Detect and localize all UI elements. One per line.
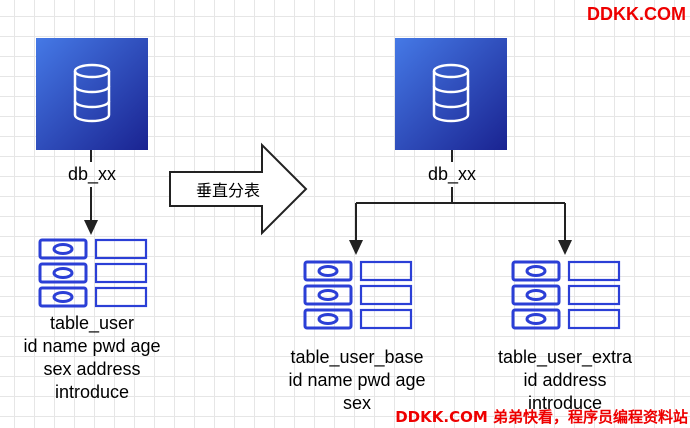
watermark-top: DDKK.COM [587,4,686,24]
left-table-fields-line2: sex address [43,359,140,379]
right-database-node [395,38,507,150]
table-icon [511,260,621,330]
left-table-fields-line3: introduce [55,382,129,402]
extra-table-fields-line1: id address [523,370,606,390]
base-table-fields-line2: sex [343,393,371,413]
arrow-right-icon [169,142,308,236]
table-icon [303,260,413,330]
right-db-label: db_xx [428,164,476,185]
extra-table-name: table_user_extra [498,347,633,368]
left-database-node [36,38,148,150]
left-connector-arrow [84,150,98,235]
watermark-bottom: DDKK.COM 弟弟快看，程序员编程资料站 [395,408,688,426]
left-table-fields-line1: id name pwd age [23,336,160,356]
left-db-label: db_xx [68,164,116,185]
transition-label: 垂直分表 [196,181,260,200]
table-icon [38,238,148,308]
base-table-text: table_user_base id name pwd age sex [288,347,425,413]
arrow-head-base [349,240,363,255]
right-split-connector [355,150,566,240]
base-table-name: table_user_base [290,347,423,368]
arrow-head-extra [558,240,572,255]
base-table-fields-line1: id name pwd age [288,370,425,390]
extra-table-text: table_user_extra id address introduce [498,347,633,413]
left-table-name: table_user [50,313,134,334]
left-table-text: table_user id name pwd age sex address i… [23,313,160,402]
extra-table-fields-line2: introduce [528,393,602,413]
